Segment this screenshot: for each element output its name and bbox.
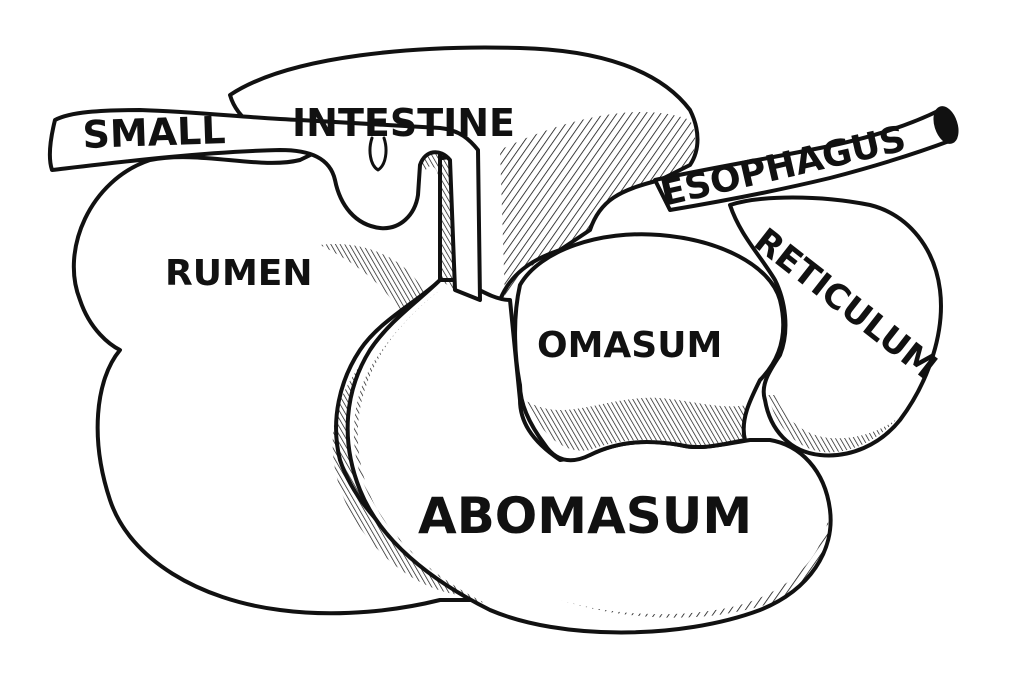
reticulum-shading bbox=[768, 395, 898, 453]
omasum-outline bbox=[513, 232, 786, 463]
intestine-drip bbox=[368, 136, 388, 172]
intestine-loop-shading bbox=[420, 152, 455, 290]
label-intestine: INTESTINE bbox=[292, 101, 515, 145]
label-rumen: RUMEN bbox=[165, 253, 313, 294]
small-intestine-tube bbox=[47, 108, 482, 302]
reticulum-outline bbox=[728, 195, 943, 458]
label-omasum: OMASUM bbox=[537, 325, 722, 366]
upper-mass-shading bbox=[500, 111, 696, 300]
label-abomasum: ABOMASUM bbox=[418, 487, 752, 545]
label-small: SMALL bbox=[82, 108, 226, 157]
omasum-shading bbox=[525, 397, 748, 451]
esophagus-opening bbox=[933, 106, 959, 144]
